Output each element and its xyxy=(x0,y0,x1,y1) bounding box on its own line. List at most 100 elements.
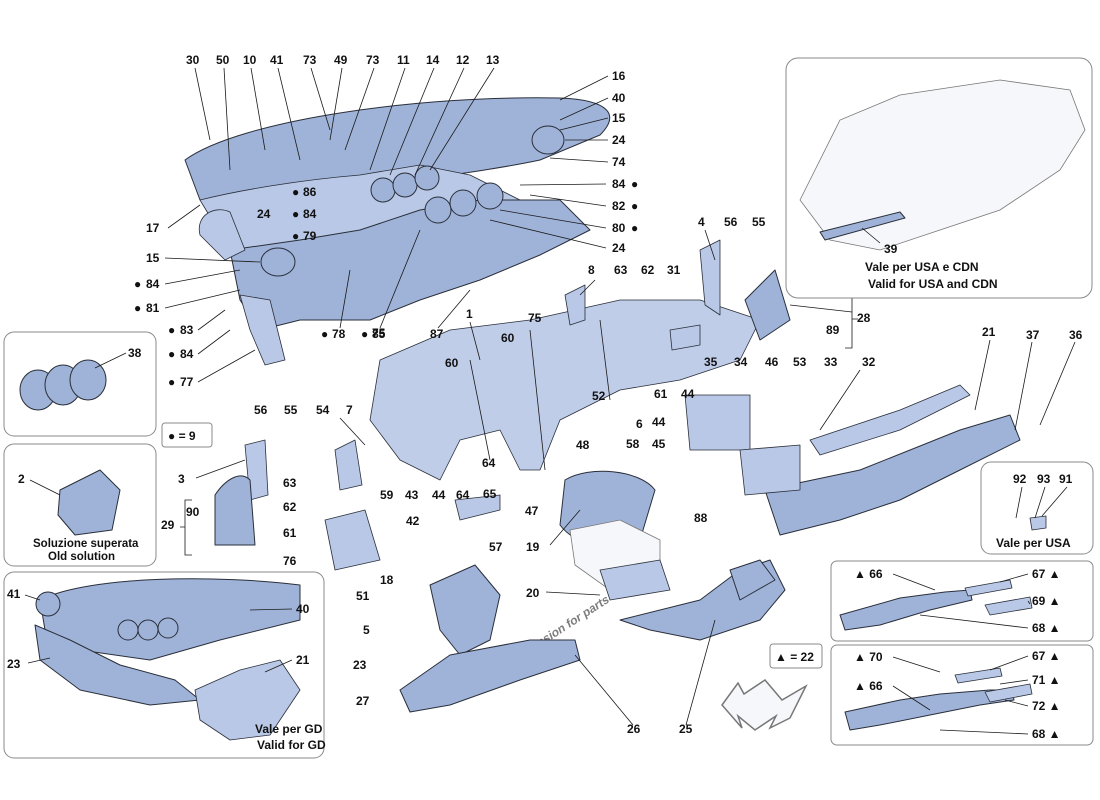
part-label: 82 xyxy=(612,199,626,213)
part-label: 75 xyxy=(528,311,542,325)
part-label: 11 xyxy=(397,53,410,67)
part-label: 10 xyxy=(243,53,257,67)
part-label: 59 xyxy=(380,488,394,502)
svg-text:●: ● xyxy=(631,177,638,191)
inset-label: 72 ▲ xyxy=(1032,699,1061,713)
inset-caption-it: Soluzione superata xyxy=(33,538,139,550)
part-label: 8 xyxy=(588,263,595,277)
direction-arrow xyxy=(721,679,808,731)
part-label: 73 xyxy=(303,53,317,67)
part-label: 80 xyxy=(612,221,626,235)
part-label: 55 xyxy=(752,215,766,229)
inset-caption-en: Old solution xyxy=(48,551,115,563)
part-label: 34 xyxy=(734,355,748,369)
inset-label: ▲ 70 xyxy=(854,650,883,664)
part-label: 17 xyxy=(146,221,160,235)
inset-part-label: 39 xyxy=(884,242,898,256)
svg-text:●: ● xyxy=(292,207,299,221)
part-label: 54 xyxy=(316,403,330,417)
part-label: 78 xyxy=(332,327,346,341)
part-label: 56 xyxy=(724,215,738,229)
part-label: 60 xyxy=(445,356,459,370)
inset-label: 67 ▲ xyxy=(1032,567,1061,581)
inset-label: ▲ 66 xyxy=(854,679,883,693)
brace-29 xyxy=(180,499,192,556)
inset-label: 92 xyxy=(1013,472,1027,486)
inset-label: ▲ 66 xyxy=(854,567,883,581)
part-label: 60 xyxy=(501,331,515,345)
part-label: 87 xyxy=(430,327,444,341)
part-label: 15 xyxy=(146,251,160,265)
legend-triangle-text: ▲ = 22 xyxy=(775,650,814,664)
part-label: 61 xyxy=(654,387,668,401)
part-label: 64 xyxy=(482,456,496,470)
part-label: 44 xyxy=(652,415,666,429)
part-label: 79 xyxy=(303,229,317,243)
legend-triangle: ▲ = 22 xyxy=(769,643,823,669)
svg-text:●: ● xyxy=(361,327,368,341)
part-label: 55 xyxy=(284,403,298,417)
part-label: 7 xyxy=(346,403,353,417)
inset-caption-en: Valid for GD xyxy=(257,738,326,752)
svg-text:●: ● xyxy=(631,221,638,235)
part-label: 88 xyxy=(694,511,708,525)
air-vents-main[interactable] xyxy=(260,125,565,277)
inset-label: 23 xyxy=(7,657,21,671)
cross-car-beam[interactable] xyxy=(369,299,761,481)
part-label: 36 xyxy=(1069,328,1083,342)
svg-text:●: ● xyxy=(168,323,175,337)
inset-usa: 92 93 91 Vale per USA xyxy=(980,461,1094,555)
brace-28 xyxy=(845,289,858,349)
part-label: 43 xyxy=(405,488,419,502)
svg-text:●: ● xyxy=(292,229,299,243)
inset-label: 68 ▲ xyxy=(1032,727,1061,741)
part-label: 19 xyxy=(526,540,540,554)
inset-label: 41 xyxy=(7,587,21,601)
part-labels-main: 30 50 10 41 73 49 73 11 14 12 13 16 40 1… xyxy=(146,53,1083,736)
inset-label: 71 ▲ xyxy=(1032,673,1061,687)
part-label: 27 xyxy=(356,694,370,708)
inset-label: 69 ▲ xyxy=(1032,594,1061,608)
svg-text:●: ● xyxy=(321,327,328,341)
part-label: 20 xyxy=(526,586,540,600)
part-label: 62 xyxy=(641,263,655,277)
center-console[interactable] xyxy=(559,470,786,641)
part-label: 47 xyxy=(525,504,539,518)
part-label: 76 xyxy=(283,554,297,568)
part-label: 74 xyxy=(612,155,626,169)
legend-dot: ● = 9 xyxy=(161,422,213,448)
inset-gd: 41 40 23 21 Vale per GD Valid for GD xyxy=(3,571,326,759)
inset-part-label: 2 xyxy=(18,472,25,486)
inset-caption-it: Vale per USA e CDN xyxy=(865,260,979,274)
part-label: 1 xyxy=(466,307,473,321)
part-label: 52 xyxy=(592,389,606,403)
part-label: 6 xyxy=(636,417,643,431)
part-label: 46 xyxy=(765,355,779,369)
legend-dot-text: ● = 9 xyxy=(168,429,196,443)
inset-triangle-b: ▲ 70 67 ▲ 71 ▲ ▲ 66 72 ▲ 68 ▲ xyxy=(830,644,1094,746)
inset-label: 93 xyxy=(1037,472,1051,486)
part-label: 13 xyxy=(486,53,500,67)
brackets xyxy=(214,239,801,571)
part-label: 56 xyxy=(254,403,268,417)
inset-vents: 38 xyxy=(3,331,157,437)
part-label: 14 xyxy=(426,53,440,67)
part-label: 31 xyxy=(667,263,681,277)
inset-label: 40 xyxy=(296,602,310,616)
part-label: 18 xyxy=(380,573,394,587)
part-label: 81 xyxy=(146,301,160,315)
inset-caption-it: Vale per GD xyxy=(255,722,323,736)
inset-usa-cdn: 39 Vale per USA e CDN Valid for USA and … xyxy=(785,57,1093,299)
part-label: 30 xyxy=(186,53,200,67)
lower-panels[interactable] xyxy=(399,384,1021,713)
part-label: 23 xyxy=(353,658,367,672)
part-label: 49 xyxy=(334,53,348,67)
part-label: 28 xyxy=(857,311,871,325)
part-label: 3 xyxy=(178,472,185,486)
svg-text:●: ● xyxy=(292,185,299,199)
inset-label: 21 xyxy=(296,653,310,667)
svg-text:●: ● xyxy=(168,375,175,389)
inset-label: 68 ▲ xyxy=(1032,621,1061,635)
part-label: 77 xyxy=(180,375,194,389)
part-label: 35 xyxy=(704,355,718,369)
